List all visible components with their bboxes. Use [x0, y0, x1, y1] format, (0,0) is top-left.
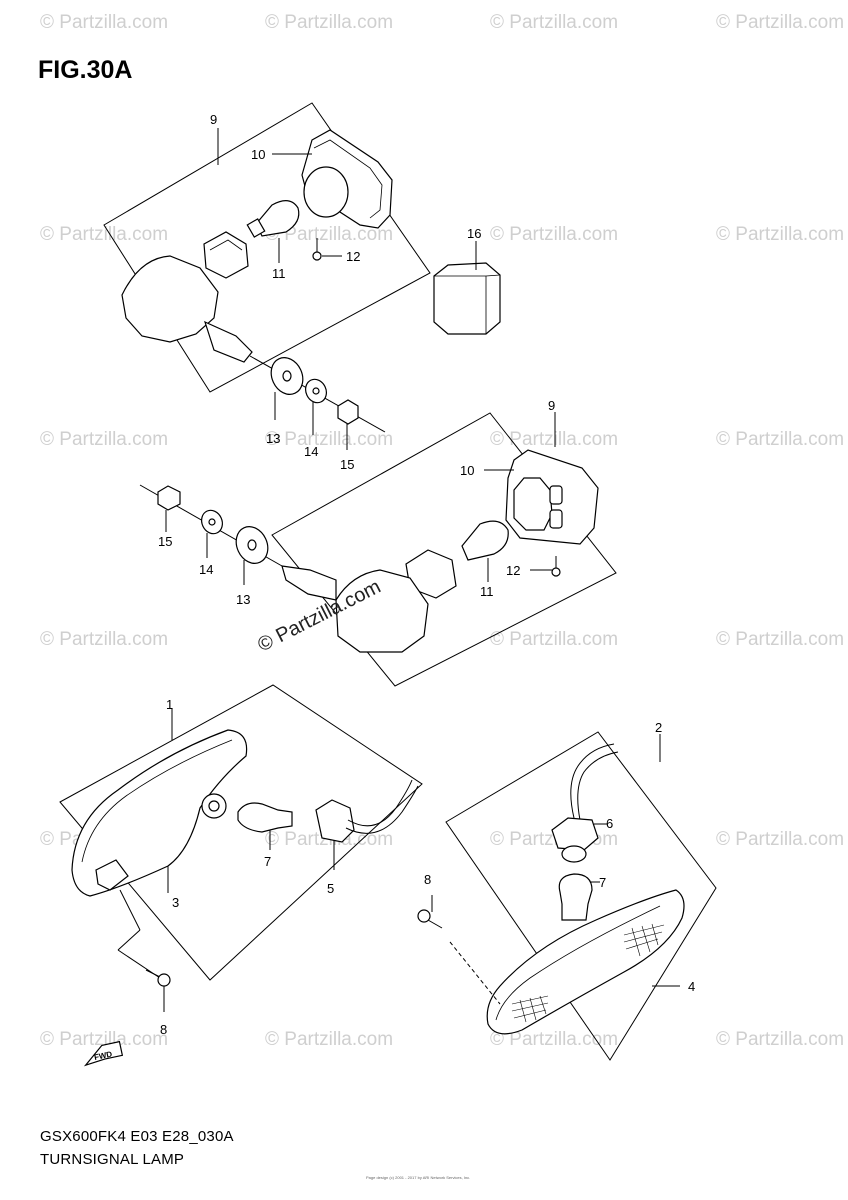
assembly-boundary	[59, 684, 423, 981]
callout-15: 15	[158, 534, 172, 549]
callout-9: 9	[210, 112, 217, 127]
screw	[417, 909, 431, 923]
footer-copyright: Page design (c) 2001 - 2017 by ARI Netwo…	[366, 1175, 471, 1180]
callout-3: 3	[172, 895, 179, 910]
callout-16: 16	[467, 226, 481, 241]
fwd-arrow-icon: FWD	[83, 1040, 124, 1067]
cover	[433, 262, 501, 335]
cover-part: 16	[433, 226, 501, 335]
fwd-label: FWD	[93, 1050, 113, 1063]
assembly-upper: 9 10 11 12	[103, 102, 431, 472]
wire	[570, 743, 615, 819]
watermark: © Partzilla.com	[265, 429, 393, 450]
callout-10: 10	[460, 463, 474, 478]
watermark: © Partzilla.com	[490, 12, 618, 33]
nut	[337, 399, 359, 425]
callout-9: 9	[548, 398, 555, 413]
callout-15: 15	[340, 457, 354, 472]
callout-11: 11	[480, 584, 494, 599]
watermark: © Partzilla.com	[716, 429, 844, 450]
nut	[157, 485, 181, 511]
assembly-lower-left: 1 3 7 5 8	[59, 684, 423, 1037]
model-code: GSX600FK4 E03 E28_030A	[40, 1128, 234, 1145]
callout-10: 10	[251, 147, 265, 162]
bulb	[255, 200, 300, 237]
watermark: © Partzilla.com	[490, 1029, 618, 1050]
watermark: © Partzilla.com	[716, 12, 844, 33]
watermark: © Partzilla.com	[40, 629, 168, 650]
housing	[71, 729, 248, 897]
watermark: © Partzilla.com	[40, 1029, 168, 1050]
watermark: © Partzilla.com	[716, 1029, 844, 1050]
callout-12: 12	[346, 249, 360, 264]
callout-7: 7	[599, 875, 606, 890]
callout-5: 5	[327, 881, 334, 896]
bulb	[237, 802, 293, 833]
lens-window	[513, 477, 553, 531]
callout-14: 14	[304, 444, 318, 459]
watermark: © Partzilla.com	[490, 429, 618, 450]
callout-8: 8	[160, 1022, 167, 1037]
lens-grid	[511, 923, 665, 1023]
callout-13: 13	[266, 431, 280, 446]
watermark: © Partzilla.com	[40, 12, 168, 33]
bracket	[95, 859, 129, 891]
callout-1: 1	[166, 697, 173, 712]
socket	[551, 817, 599, 851]
watermark-grid: © Partzilla.com © Partzilla.com © Partzi…	[40, 12, 844, 1050]
watermark: © Partzilla.com	[490, 629, 618, 650]
watermark: © Partzilla.com	[265, 12, 393, 33]
assembly-boundary	[103, 102, 431, 393]
watermark: © Partzilla.com	[40, 429, 168, 450]
callout-14: 14	[199, 562, 213, 577]
wire	[347, 779, 413, 827]
watermark: © Partzilla.com	[716, 224, 844, 245]
bulb	[558, 873, 593, 921]
figure-title: FIG.30A	[38, 56, 133, 84]
watermark: © Partzilla.com	[716, 629, 844, 650]
lens	[486, 889, 685, 1035]
lens	[301, 129, 393, 229]
housing	[335, 569, 429, 653]
figure-name: TURNSIGNAL LAMP	[40, 1151, 185, 1168]
bulb	[461, 520, 509, 561]
callout-8: 8	[424, 872, 431, 887]
watermark: © Partzilla.com	[265, 1029, 393, 1050]
callout-11: 11	[272, 266, 286, 281]
socket	[203, 231, 249, 279]
callout-12: 12	[506, 563, 520, 578]
callout-6: 6	[606, 816, 613, 831]
watermark: © Partzilla.com	[716, 829, 844, 850]
watermark: © Partzilla.com	[40, 224, 168, 245]
callout-4: 4	[688, 979, 695, 994]
watermark: © Partzilla.com	[265, 224, 393, 245]
callout-13: 13	[236, 592, 250, 607]
socket	[315, 799, 355, 843]
stem	[281, 565, 337, 601]
callout-7: 7	[264, 854, 271, 869]
housing	[121, 255, 219, 343]
watermark: © Partzilla.com	[490, 224, 618, 245]
callout-2: 2	[655, 720, 662, 735]
screw	[145, 969, 161, 978]
assembly-lower-right: 2 6 7	[417, 720, 717, 1061]
lens-window	[303, 166, 349, 218]
stem	[204, 320, 253, 363]
